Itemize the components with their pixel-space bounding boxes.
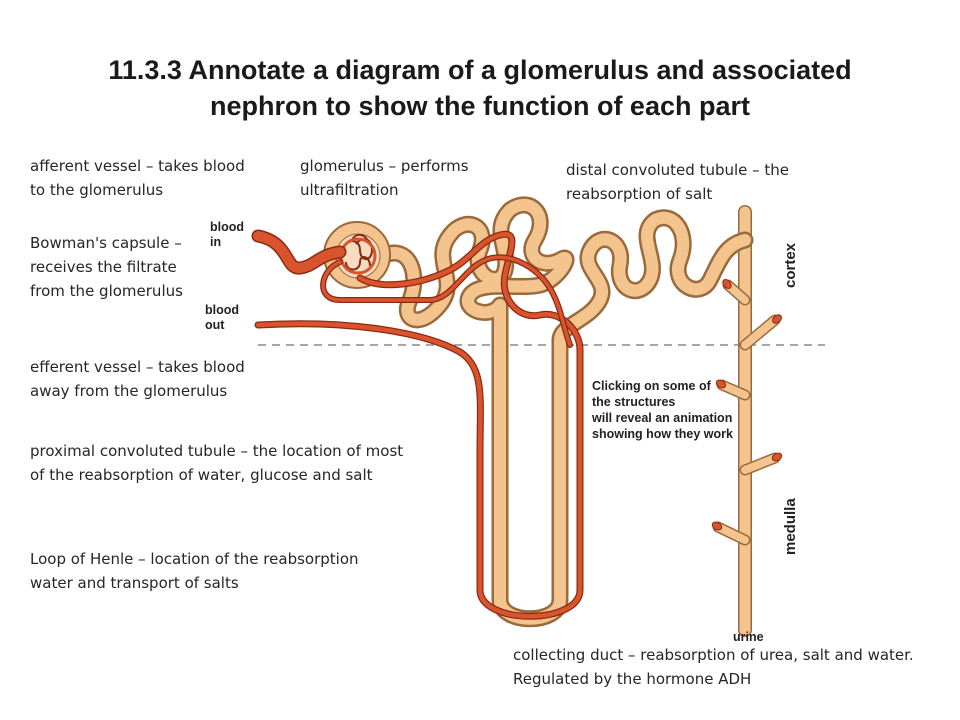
note-line-2: the structures (592, 395, 675, 409)
urine-label: urine (733, 630, 764, 644)
annotation-collecting-duct: collecting duct – reabsorption of urea, … (513, 646, 914, 688)
blood-vessels[interactable] (251, 229, 584, 620)
collecting-duct[interactable] (711, 205, 783, 637)
note-line-3: will reveal an animation (591, 411, 732, 425)
blood-out-label-line2: out (205, 318, 225, 332)
cortex-label: cortex (782, 242, 799, 288)
annotation-efferent-vessel: efferent vessel – takes blood away from … (30, 358, 245, 400)
annotation-afferent-vessel: afferent vessel – takes blood to the glo… (30, 157, 245, 199)
annotation-distal-tubule: distal convoluted tubule – the reabsorpt… (566, 161, 790, 203)
nephron-tubule[interactable] (376, 196, 754, 628)
note-line-4: showing how they work (592, 427, 733, 441)
annotation-loop-of-henle: Loop of Henle – location of the reabsorp… (30, 550, 359, 592)
annotation-bowmans-capsule: Bowman's capsule – receives the filtrate… (30, 234, 183, 300)
annotation-proximal-tubule: proximal convoluted tubule – the locatio… (30, 442, 404, 484)
page-title: 11.3.3 Annotate a diagram of a glomerulu… (108, 55, 852, 121)
blood-out-label-line1: blood (205, 303, 239, 317)
blood-in-label-line1: blood (210, 220, 244, 234)
blood-in-label-line2: in (210, 235, 221, 249)
note-line-1: Clicking on some of (592, 379, 712, 393)
medulla-label: medulla (782, 498, 799, 555)
annotation-glomerulus: glomerulus – performs ultrafiltration (300, 157, 469, 199)
